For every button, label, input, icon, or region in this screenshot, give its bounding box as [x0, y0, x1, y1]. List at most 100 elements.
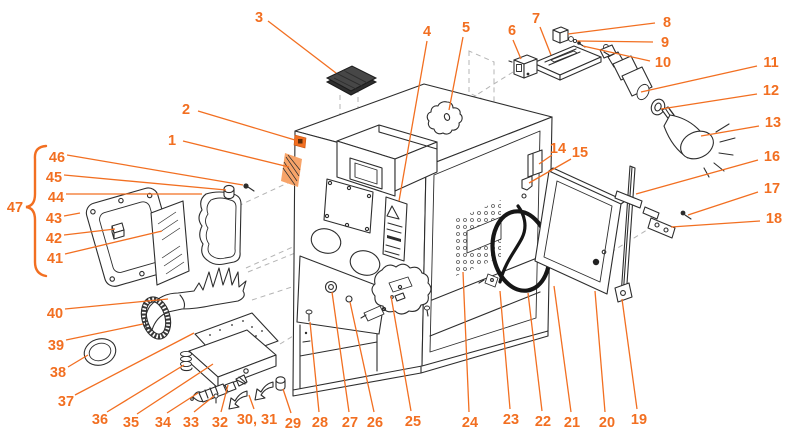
callout-44: 44 [48, 190, 64, 206]
leader-line-38 [67, 354, 89, 368]
grommet [324, 280, 338, 294]
door-edge-channel [614, 165, 636, 303]
leader-line-6 [512, 39, 522, 60]
leader-line-11 [640, 65, 758, 93]
callout-33: 33 [183, 415, 199, 431]
callout-24: 24 [462, 415, 478, 431]
window-gasket [198, 191, 242, 266]
warning-decal [382, 196, 408, 262]
callout-16: 16 [764, 149, 780, 165]
callout-26: 26 [367, 415, 383, 431]
panel-hole [345, 295, 353, 303]
callout-4: 4 [423, 24, 431, 40]
callout-30-31: 30, 31 [237, 412, 277, 428]
leader-line-33 [193, 395, 215, 413]
hinge-brackets [521, 149, 543, 199]
callout-1: 1 [168, 133, 176, 149]
callout-34: 34 [155, 415, 171, 431]
callout-46: 46 [49, 150, 65, 166]
leader-line-37 [74, 332, 195, 396]
callout-18: 18 [766, 211, 782, 227]
stripe-decal [281, 153, 302, 187]
recessed-panel [323, 178, 374, 234]
leader-line-9 [576, 40, 654, 43]
callout-32: 32 [212, 415, 228, 431]
callout-6: 6 [508, 23, 516, 39]
holster-bolt [423, 305, 431, 317]
power-switch [508, 54, 538, 79]
leader-line-32 [220, 384, 229, 413]
window-assembly [85, 183, 255, 287]
callout-8: 8 [663, 15, 671, 31]
callout-7: 7 [532, 11, 540, 27]
leader-line-27 [331, 291, 350, 413]
callout-47: 47 [7, 200, 23, 216]
gun-holster [360, 263, 432, 322]
leader-line-8 [567, 22, 656, 35]
leader-line-23 [499, 290, 511, 410]
callout-15: 15 [572, 145, 588, 161]
leader-line-20 [594, 290, 606, 413]
callout-20: 20 [599, 415, 615, 431]
leader-line-46 [66, 154, 244, 186]
leader-line-35 [136, 363, 214, 415]
pedal-assembly [180, 312, 279, 389]
logo-decal [293, 134, 307, 149]
leader-line-16 [635, 159, 759, 195]
glove-clamp [140, 296, 172, 340]
callout-27: 27 [342, 415, 358, 431]
callout-40: 40 [47, 306, 63, 322]
leader-line-45 [63, 174, 227, 191]
leader-line-10 [582, 45, 651, 62]
leader-line-30-31 [248, 394, 255, 410]
blast-gun-body [599, 44, 653, 101]
leader-line-29 [282, 388, 292, 414]
callout-36: 36 [92, 412, 108, 428]
arm-holes [310, 228, 381, 276]
callout-11: 11 [763, 55, 778, 71]
callout-9: 9 [661, 35, 669, 51]
group-brace-47: 47 [7, 144, 48, 278]
callout-29: 29 [285, 416, 301, 432]
gun-bolt [213, 393, 219, 404]
filter-pad [325, 65, 378, 96]
callout-37: 37 [58, 394, 74, 410]
callout-43: 43 [46, 211, 62, 227]
leader-line-5 [448, 36, 464, 111]
window-glass [150, 200, 190, 286]
leader-line-39 [65, 323, 144, 341]
leader-line-41 [64, 230, 163, 255]
leader-line-36 [106, 364, 185, 413]
cabinet-body [292, 83, 553, 397]
callout-45: 45 [46, 170, 62, 186]
leader-line-13 [700, 125, 760, 137]
callout-28: 28 [312, 415, 328, 431]
spray-lines [703, 123, 736, 178]
cabinet-interior [429, 130, 541, 353]
callout-17: 17 [764, 181, 780, 197]
retainer-clips [228, 381, 274, 410]
callout-42: 42 [46, 231, 62, 247]
leader-line-24 [462, 271, 470, 413]
callout-12: 12 [763, 83, 779, 99]
leader-line-42 [63, 228, 116, 236]
callout-21: 21 [564, 415, 580, 431]
leader-line-34 [166, 392, 199, 414]
callout-22: 22 [535, 414, 551, 430]
callout-2: 2 [182, 102, 190, 118]
door-latch-set [614, 190, 692, 239]
leader-line-14 [538, 154, 553, 165]
window-nut [223, 184, 235, 200]
leader-line-7 [539, 26, 552, 56]
callout-5: 5 [462, 20, 470, 36]
callout-19: 19 [631, 412, 647, 428]
hopper-panel [296, 255, 387, 335]
callout-3: 3 [255, 10, 263, 26]
leader-line-40 [64, 298, 169, 310]
leader-line-26 [349, 301, 375, 413]
leader-line-17 [687, 191, 759, 216]
leader-line-3 [267, 20, 337, 74]
leader-line-2 [197, 110, 296, 141]
